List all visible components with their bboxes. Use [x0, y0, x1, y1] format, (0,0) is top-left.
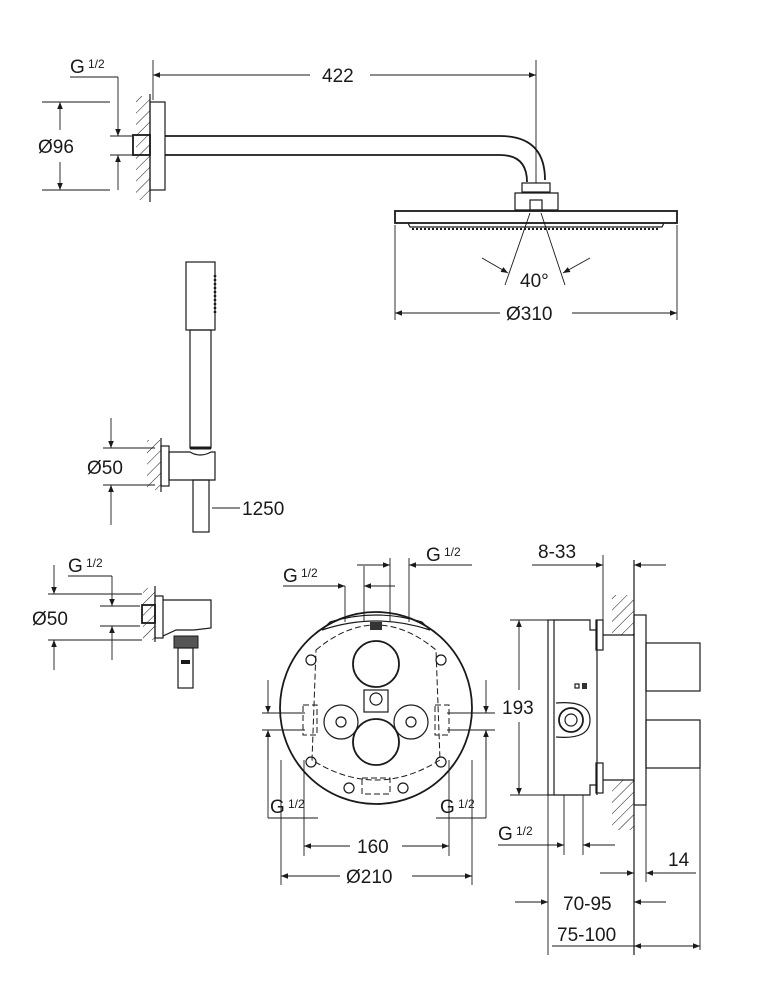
thread-label-bottom-right: G [440, 797, 455, 818]
thread-fraction: 1/2 [444, 545, 461, 559]
hand-shower-head [185, 261, 216, 331]
arm-bottom-edge [165, 154, 528, 183]
thread-label: G [70, 57, 85, 78]
screw-hole [305, 756, 317, 768]
top-clip [370, 622, 382, 630]
center-port [363, 689, 389, 713]
hand-shower-handle [189, 329, 212, 449]
right-connection [434, 704, 450, 736]
right-port [393, 704, 429, 740]
bottom-bracket [595, 762, 604, 794]
bottom-connection [361, 777, 391, 795]
holder-body [168, 451, 216, 481]
thread-fraction: 1/2 [516, 824, 533, 838]
arm-top-edge [165, 135, 546, 181]
outlet-diameter-label: Ø50 [32, 609, 68, 630]
thread-fraction: 1/2 [86, 556, 103, 570]
top-bracket [595, 619, 604, 651]
head-plate [394, 210, 678, 224]
screw-hole [343, 782, 355, 794]
spray-line-left [504, 212, 531, 286]
head-diameter-label: Ø310 [506, 304, 552, 325]
ring-diameter-label: Ø210 [346, 867, 392, 888]
thread-fraction: 1/2 [288, 797, 305, 811]
thread-label-bottom-left: G [270, 797, 285, 818]
bottom-valve [352, 718, 400, 766]
spray-line-right [540, 212, 566, 286]
arm-thread-stub [132, 134, 151, 156]
angle-arrow-left [481, 257, 509, 274]
center-port-hole [369, 692, 383, 706]
body-outline [554, 619, 597, 796]
thread-label-top-left: G [283, 566, 298, 587]
mounting-ring [279, 611, 473, 805]
cover-plate [633, 614, 647, 806]
hose-marker [181, 660, 190, 664]
holder-diameter-label: Ø50 [87, 458, 123, 479]
marker [574, 683, 580, 689]
thread-label-top-right: G [426, 545, 441, 566]
wall-outlet-view: Ø50 G 1/2 [32, 556, 212, 689]
arm-flange [149, 101, 166, 191]
thread-label: G [68, 556, 83, 577]
angle-arrow-right [562, 257, 591, 274]
outlet-flange [154, 595, 164, 639]
thread-fraction: 1/2 [88, 57, 105, 71]
ring-top-bracket [321, 614, 431, 631]
hose-length-label: 1250 [242, 499, 284, 520]
screw-hole [305, 654, 317, 666]
head-swivel [529, 199, 543, 211]
marker [582, 683, 587, 689]
plate-thickness-label: 14 [668, 850, 690, 871]
shower-arm-view: 40° 422 Ø310 Ø96 G 1/2 [38, 57, 678, 325]
side-port [558, 707, 584, 733]
top-valve [352, 640, 400, 688]
flange-diameter-label: Ø96 [38, 137, 74, 158]
arm-nut [521, 182, 551, 193]
hand-shower-view: 1250 Ø50 [87, 261, 284, 533]
outlet-hose [177, 647, 194, 689]
head-connector [514, 192, 559, 211]
screw-hole [397, 782, 409, 794]
thermostat-front-view: G 1/2 G 1/2 G 1/2 G 1/2 160 Ø210 [262, 545, 495, 888]
spray-angle-label: 40° [520, 271, 549, 292]
wall-hatch [147, 440, 161, 490]
port-spacing-label: 160 [357, 837, 389, 858]
holder-flange [160, 445, 170, 487]
body-back [547, 619, 555, 796]
screw-hole [435, 654, 447, 666]
handle-bottom [645, 719, 701, 769]
screw-hole [435, 756, 447, 768]
wall-hatch [143, 588, 155, 640]
thread-fraction: 1/2 [458, 797, 475, 811]
left-port [323, 704, 359, 740]
arm-length-label: 422 [322, 66, 354, 87]
wall-hatch [612, 780, 634, 830]
thread-fraction: 1/2 [301, 566, 318, 580]
thermostat-side-view: 8-33 193 G 1/2 14 70-95 75-100 [498, 542, 701, 955]
left-connection [302, 704, 318, 736]
housing-outline [311, 624, 441, 781]
wall-hatch [612, 595, 634, 635]
depth-max-label: 75-100 [557, 925, 616, 946]
wall-hatch [136, 96, 150, 200]
side-port-inner [564, 713, 578, 727]
left-port-hole [335, 716, 347, 728]
head-nozzle-face [407, 222, 665, 228]
outlet-knurl-nut [173, 635, 199, 649]
hose [192, 479, 210, 533]
outlet-body [162, 599, 212, 637]
side-port-housing [555, 702, 591, 738]
right-port-hole [405, 716, 417, 728]
side-thread-label: G [498, 824, 513, 845]
wall-depth-label: 8-33 [538, 542, 576, 563]
handle-top [645, 642, 701, 692]
depth-min-label: 70-95 [563, 894, 612, 915]
body-height-label: 193 [502, 698, 534, 719]
